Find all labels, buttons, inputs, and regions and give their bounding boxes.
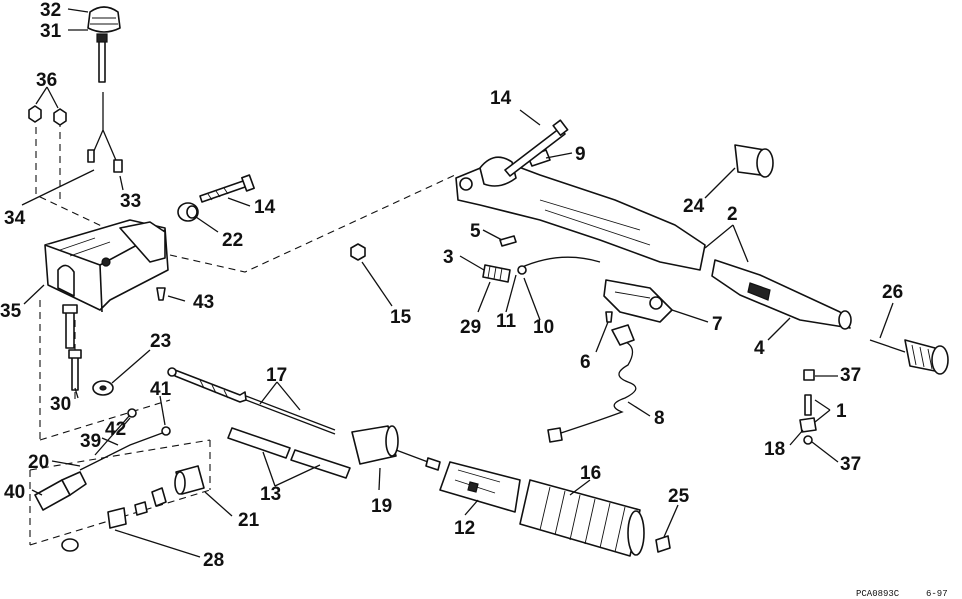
leader-lines [21, 8, 894, 558]
callout-37-bottom: 37 [840, 454, 861, 475]
part-24-sleeve [734, 144, 774, 178]
part-15-nut [350, 243, 366, 261]
callout-24: 24 [683, 196, 705, 217]
part-17-cable [167, 367, 336, 435]
callout-1: 1 [836, 401, 847, 422]
part-22-washer [177, 202, 199, 222]
callout-28: 28 [203, 550, 224, 571]
callout-37-top: 37 [840, 365, 861, 386]
callout-20: 20 [28, 452, 49, 473]
callout-7: 7 [712, 314, 723, 335]
callout-42: 42 [105, 419, 126, 440]
callout-4: 4 [754, 338, 765, 359]
callout-41: 41 [150, 379, 172, 400]
part-43-screw [156, 287, 166, 301]
callout-8: 8 [654, 408, 665, 429]
part-13-sleeves [227, 427, 351, 479]
footer-date: 6-97 [926, 589, 948, 599]
callout-18: 18 [764, 439, 785, 460]
part-6-screw [605, 311, 613, 323]
part-28-kit [61, 487, 167, 552]
part-3-29-plug [482, 264, 511, 283]
callout-5: 5 [470, 221, 481, 242]
part-9-tiller-arm [455, 149, 706, 271]
callout-14-left: 14 [254, 197, 276, 218]
part-26-switch [869, 339, 949, 375]
part-19-sleeve [351, 425, 441, 471]
callout-labels: 32 31 36 34 33 14 22 35 43 23 30 41 42 3… [0, 0, 903, 571]
callout-26: 26 [882, 282, 903, 303]
footer-code: PCA0893C [856, 589, 900, 599]
part-36-nuts [28, 105, 67, 126]
callout-43: 43 [193, 292, 214, 313]
callout-23: 23 [150, 331, 171, 352]
part-41-42-39-wires [79, 408, 171, 471]
callout-33: 33 [120, 191, 141, 212]
callout-13: 13 [260, 484, 281, 505]
callout-40: 40 [4, 482, 25, 503]
part-34-35-housing [44, 219, 169, 313]
part-21-bushing [174, 465, 205, 495]
callout-6: 6 [580, 352, 591, 373]
callout-16: 16 [580, 463, 601, 484]
callout-32: 32 [40, 0, 61, 21]
callout-29: 29 [460, 317, 481, 338]
callout-31: 31 [40, 21, 62, 42]
part-4-tube [711, 259, 852, 330]
callout-2: 2 [727, 204, 738, 225]
callout-3: 3 [443, 247, 454, 268]
callout-9: 9 [575, 144, 586, 165]
part-14-bolt-right [504, 119, 569, 177]
callout-12: 12 [454, 518, 475, 539]
part-14-bolt-left [199, 174, 255, 203]
callout-15: 15 [390, 307, 412, 328]
part-7-bracket [603, 279, 673, 323]
part-5-pin [499, 235, 517, 247]
part-31-rod [96, 33, 108, 83]
assembly-guide-lines [29, 115, 456, 546]
part-16-handle-grip [519, 479, 645, 557]
callout-22: 22 [222, 230, 243, 251]
footer: PCA0893C 6-97 [856, 589, 948, 599]
callout-10: 10 [533, 317, 554, 338]
part-37-1-18-small-parts [799, 369, 817, 445]
part-32-knob [87, 6, 121, 33]
callout-25: 25 [668, 486, 690, 507]
part-30-bolts [62, 304, 82, 391]
callout-19: 19 [371, 496, 392, 517]
callout-11: 11 [496, 311, 517, 332]
callout-21: 21 [238, 510, 260, 531]
part-10-11-wire [517, 256, 601, 275]
callout-35: 35 [0, 301, 22, 322]
part-40-connector [34, 471, 87, 511]
part-25-clip [655, 535, 671, 553]
part-23-washer [92, 380, 114, 396]
callout-14-right: 14 [490, 88, 512, 109]
callout-17: 17 [266, 365, 287, 386]
part-33-wire-fork [87, 92, 123, 173]
part-12-grip-body [439, 461, 521, 513]
callout-36: 36 [36, 70, 57, 91]
callout-39: 39 [80, 431, 101, 452]
callout-34: 34 [4, 208, 26, 229]
part-8-lanyard [547, 324, 637, 443]
callout-30: 30 [50, 394, 71, 415]
